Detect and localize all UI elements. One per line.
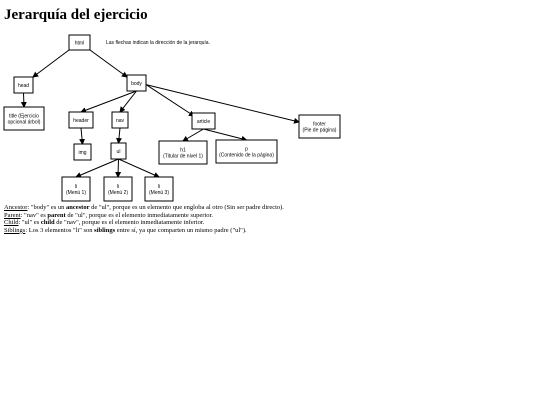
edge-body-to-header bbox=[80, 90, 137, 114]
node-article: article bbox=[191, 112, 216, 130]
node-label-li3-0: li bbox=[158, 184, 160, 190]
node-label-p-1: (Contenido de la página) bbox=[219, 152, 274, 158]
node-box-header bbox=[68, 111, 94, 129]
node-label-img-0: img bbox=[78, 150, 86, 156]
node-label-head-0: head bbox=[18, 83, 29, 89]
node-label-nav-0: nav bbox=[116, 118, 125, 124]
node-box-li2 bbox=[103, 176, 133, 202]
node-li3: li(Menú 3) bbox=[144, 176, 174, 202]
node-label-footer-1: (Pie de página) bbox=[303, 127, 337, 133]
edge-header-to-img bbox=[79, 127, 86, 145]
edge-body-to-footer bbox=[145, 84, 300, 124]
definition-parent: Parent: "nav" es parent de "ul", porque … bbox=[4, 211, 213, 219]
node-head: head bbox=[13, 76, 34, 94]
node-html: html bbox=[68, 34, 91, 51]
edge-ul-to-li1 bbox=[75, 158, 119, 178]
node-label-title-0: title (Ejercicio bbox=[9, 113, 39, 119]
node-h1: h1(Titular de nivel 1) bbox=[158, 140, 208, 165]
node-label-li1-1: (Menú 1) bbox=[66, 190, 86, 196]
node-label-article-0: article bbox=[197, 119, 211, 125]
node-box-head bbox=[13, 76, 34, 94]
node-label-body-0: body bbox=[131, 81, 142, 87]
node-box-li3 bbox=[144, 176, 174, 202]
edge-nav-to-ul bbox=[116, 127, 122, 144]
node-label-html-0: html bbox=[75, 40, 84, 46]
node-p: p(Contenido de la página) bbox=[215, 139, 278, 164]
node-header: header bbox=[68, 111, 94, 129]
edge-html-to-body bbox=[89, 49, 128, 78]
node-label-ul-0: ul bbox=[117, 149, 121, 155]
definition-ancestor: Ancestor: "body" es un ancestor de "ul",… bbox=[4, 204, 284, 211]
node-box-body bbox=[126, 74, 147, 92]
diagram-note: Las flechas indican la dirección de la j… bbox=[106, 40, 210, 46]
edge-ul-to-li3 bbox=[118, 158, 160, 178]
node-box-html bbox=[68, 34, 91, 51]
edge-html-to-head bbox=[32, 49, 70, 78]
node-label-li2-1: (Menú 2) bbox=[108, 190, 128, 196]
node-box-title bbox=[3, 106, 45, 131]
edge-head-to-title bbox=[20, 92, 27, 108]
term-siblings: Siblings bbox=[4, 226, 26, 234]
node-footer: footer(Pie de página) bbox=[298, 114, 341, 139]
edge-body-to-nav bbox=[119, 90, 137, 113]
node-nav: nav bbox=[111, 111, 129, 129]
node-body: body bbox=[126, 74, 147, 92]
term-parent: Parent bbox=[4, 211, 21, 219]
edge-body-to-article bbox=[145, 84, 195, 117]
term-child: Child bbox=[4, 219, 19, 227]
node-label-header-0: header bbox=[73, 118, 89, 124]
edge-ul-to-li2 bbox=[115, 158, 122, 178]
page-title: Jerarquía del ejercicio bbox=[4, 7, 148, 23]
node-label-footer-0: footer bbox=[313, 121, 326, 127]
node-box-footer bbox=[298, 114, 341, 139]
node-label-h1-1: (Titular de nivel 1) bbox=[163, 153, 203, 159]
node-ul: ul bbox=[110, 142, 127, 160]
node-li1: li(Menú 1) bbox=[61, 176, 91, 202]
definition-siblings: Siblings: Los 3 elementos "li" son sibli… bbox=[4, 226, 247, 234]
edge-article-to-h1 bbox=[182, 128, 204, 142]
node-box-nav bbox=[111, 111, 129, 129]
node-label-h1-0: h1 bbox=[180, 147, 186, 153]
definition-child: Child: "ul" es child de "nav", porque es… bbox=[4, 219, 205, 227]
node-box-h1 bbox=[158, 140, 208, 165]
node-box-ul bbox=[110, 142, 127, 160]
definitions-list: Ancestor: "body" es un ancestor de "ul",… bbox=[4, 204, 284, 234]
node-label-title-1: opcional árbol) bbox=[8, 119, 41, 125]
node-li2: li(Menú 2) bbox=[103, 176, 133, 202]
node-label-li3-1: (Menú 3) bbox=[149, 190, 169, 196]
node-box-img bbox=[73, 143, 92, 161]
node-label-p-0: p bbox=[245, 146, 248, 152]
node-box-p bbox=[215, 139, 278, 164]
node-label-li2-0: li bbox=[117, 184, 119, 190]
node-label-li1-0: li bbox=[75, 184, 77, 190]
node-box-article bbox=[191, 112, 216, 130]
node-box-li1 bbox=[61, 176, 91, 202]
term-ancestor: Ancestor bbox=[4, 204, 28, 211]
node-img: img bbox=[73, 143, 92, 161]
edge-article-to-p bbox=[203, 128, 248, 142]
